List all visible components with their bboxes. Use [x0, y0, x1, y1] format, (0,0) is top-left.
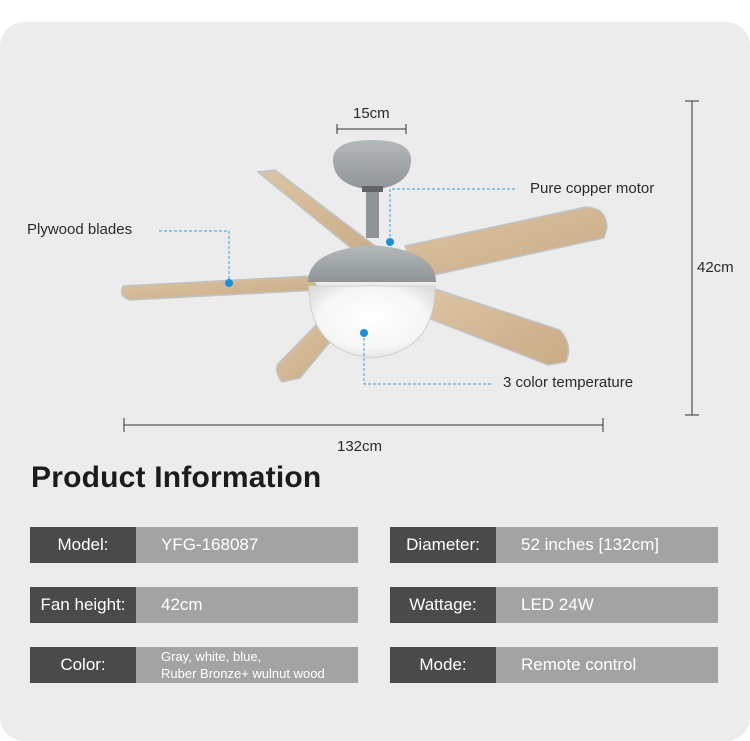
dimension-bottom [123, 418, 604, 432]
spec-row-diameter: Diameter: 52 inches [132cm] [390, 527, 718, 563]
dimension-top-label: 15cm [353, 105, 390, 122]
callout-light-dot [360, 329, 368, 337]
blade-lower-right [427, 287, 570, 366]
spec-key: Diameter: [390, 527, 496, 563]
blade-left [120, 275, 322, 301]
spec-row-model: Model: YFG-168087 [30, 527, 358, 563]
spec-row-color: Color: Gray, white, blue, Ruber Bronze+ … [30, 647, 358, 683]
spec-row-fan-height: Fan height: 42cm [30, 587, 358, 623]
spec-value: 52 inches [132cm] [496, 527, 718, 563]
spec-key: Color: [30, 647, 136, 683]
spec-key: Wattage: [390, 587, 496, 623]
callout-motor-dot [386, 238, 394, 246]
product-info-title: Product Information [31, 461, 322, 494]
callout-motor-label: Pure copper motor [530, 180, 655, 197]
dimension-top [336, 124, 407, 134]
motor-housing [308, 245, 436, 282]
callout-blades-leader [159, 230, 230, 282]
light-globe [308, 285, 436, 359]
blade-right [403, 206, 608, 279]
callout-blades-label: Plywood blades [27, 221, 133, 238]
spec-value: Gray, white, blue, Ruber Bronze+ wulnut … [136, 647, 358, 683]
dimension-right [685, 100, 699, 416]
callout-blades-dot [225, 279, 233, 287]
spec-value: 42cm [136, 587, 358, 623]
downrod [366, 188, 379, 238]
spec-row-mode: Mode: Remote control [390, 647, 718, 683]
spec-key: Fan height: [30, 587, 136, 623]
canopy [333, 140, 411, 190]
spec-value: Remote control [496, 647, 718, 683]
spec-value: YFG-168087 [136, 527, 358, 563]
spec-value: LED 24W [496, 587, 718, 623]
spec-row-wattage: Wattage: LED 24W [390, 587, 718, 623]
spec-key: Model: [30, 527, 136, 563]
dimension-bottom-label: 132cm [337, 438, 383, 455]
callout-light-label: 3 color temperature [503, 374, 634, 391]
callout-motor-leader [389, 188, 517, 242]
spec-value-line-2: Ruber Bronze+ wulnut wood [161, 666, 325, 681]
dimension-right-label: 42cm [697, 259, 734, 276]
spec-key: Mode: [390, 647, 496, 683]
spec-value-line-1: Gray, white, blue, [161, 649, 262, 664]
callout-light-leader [363, 333, 493, 385]
